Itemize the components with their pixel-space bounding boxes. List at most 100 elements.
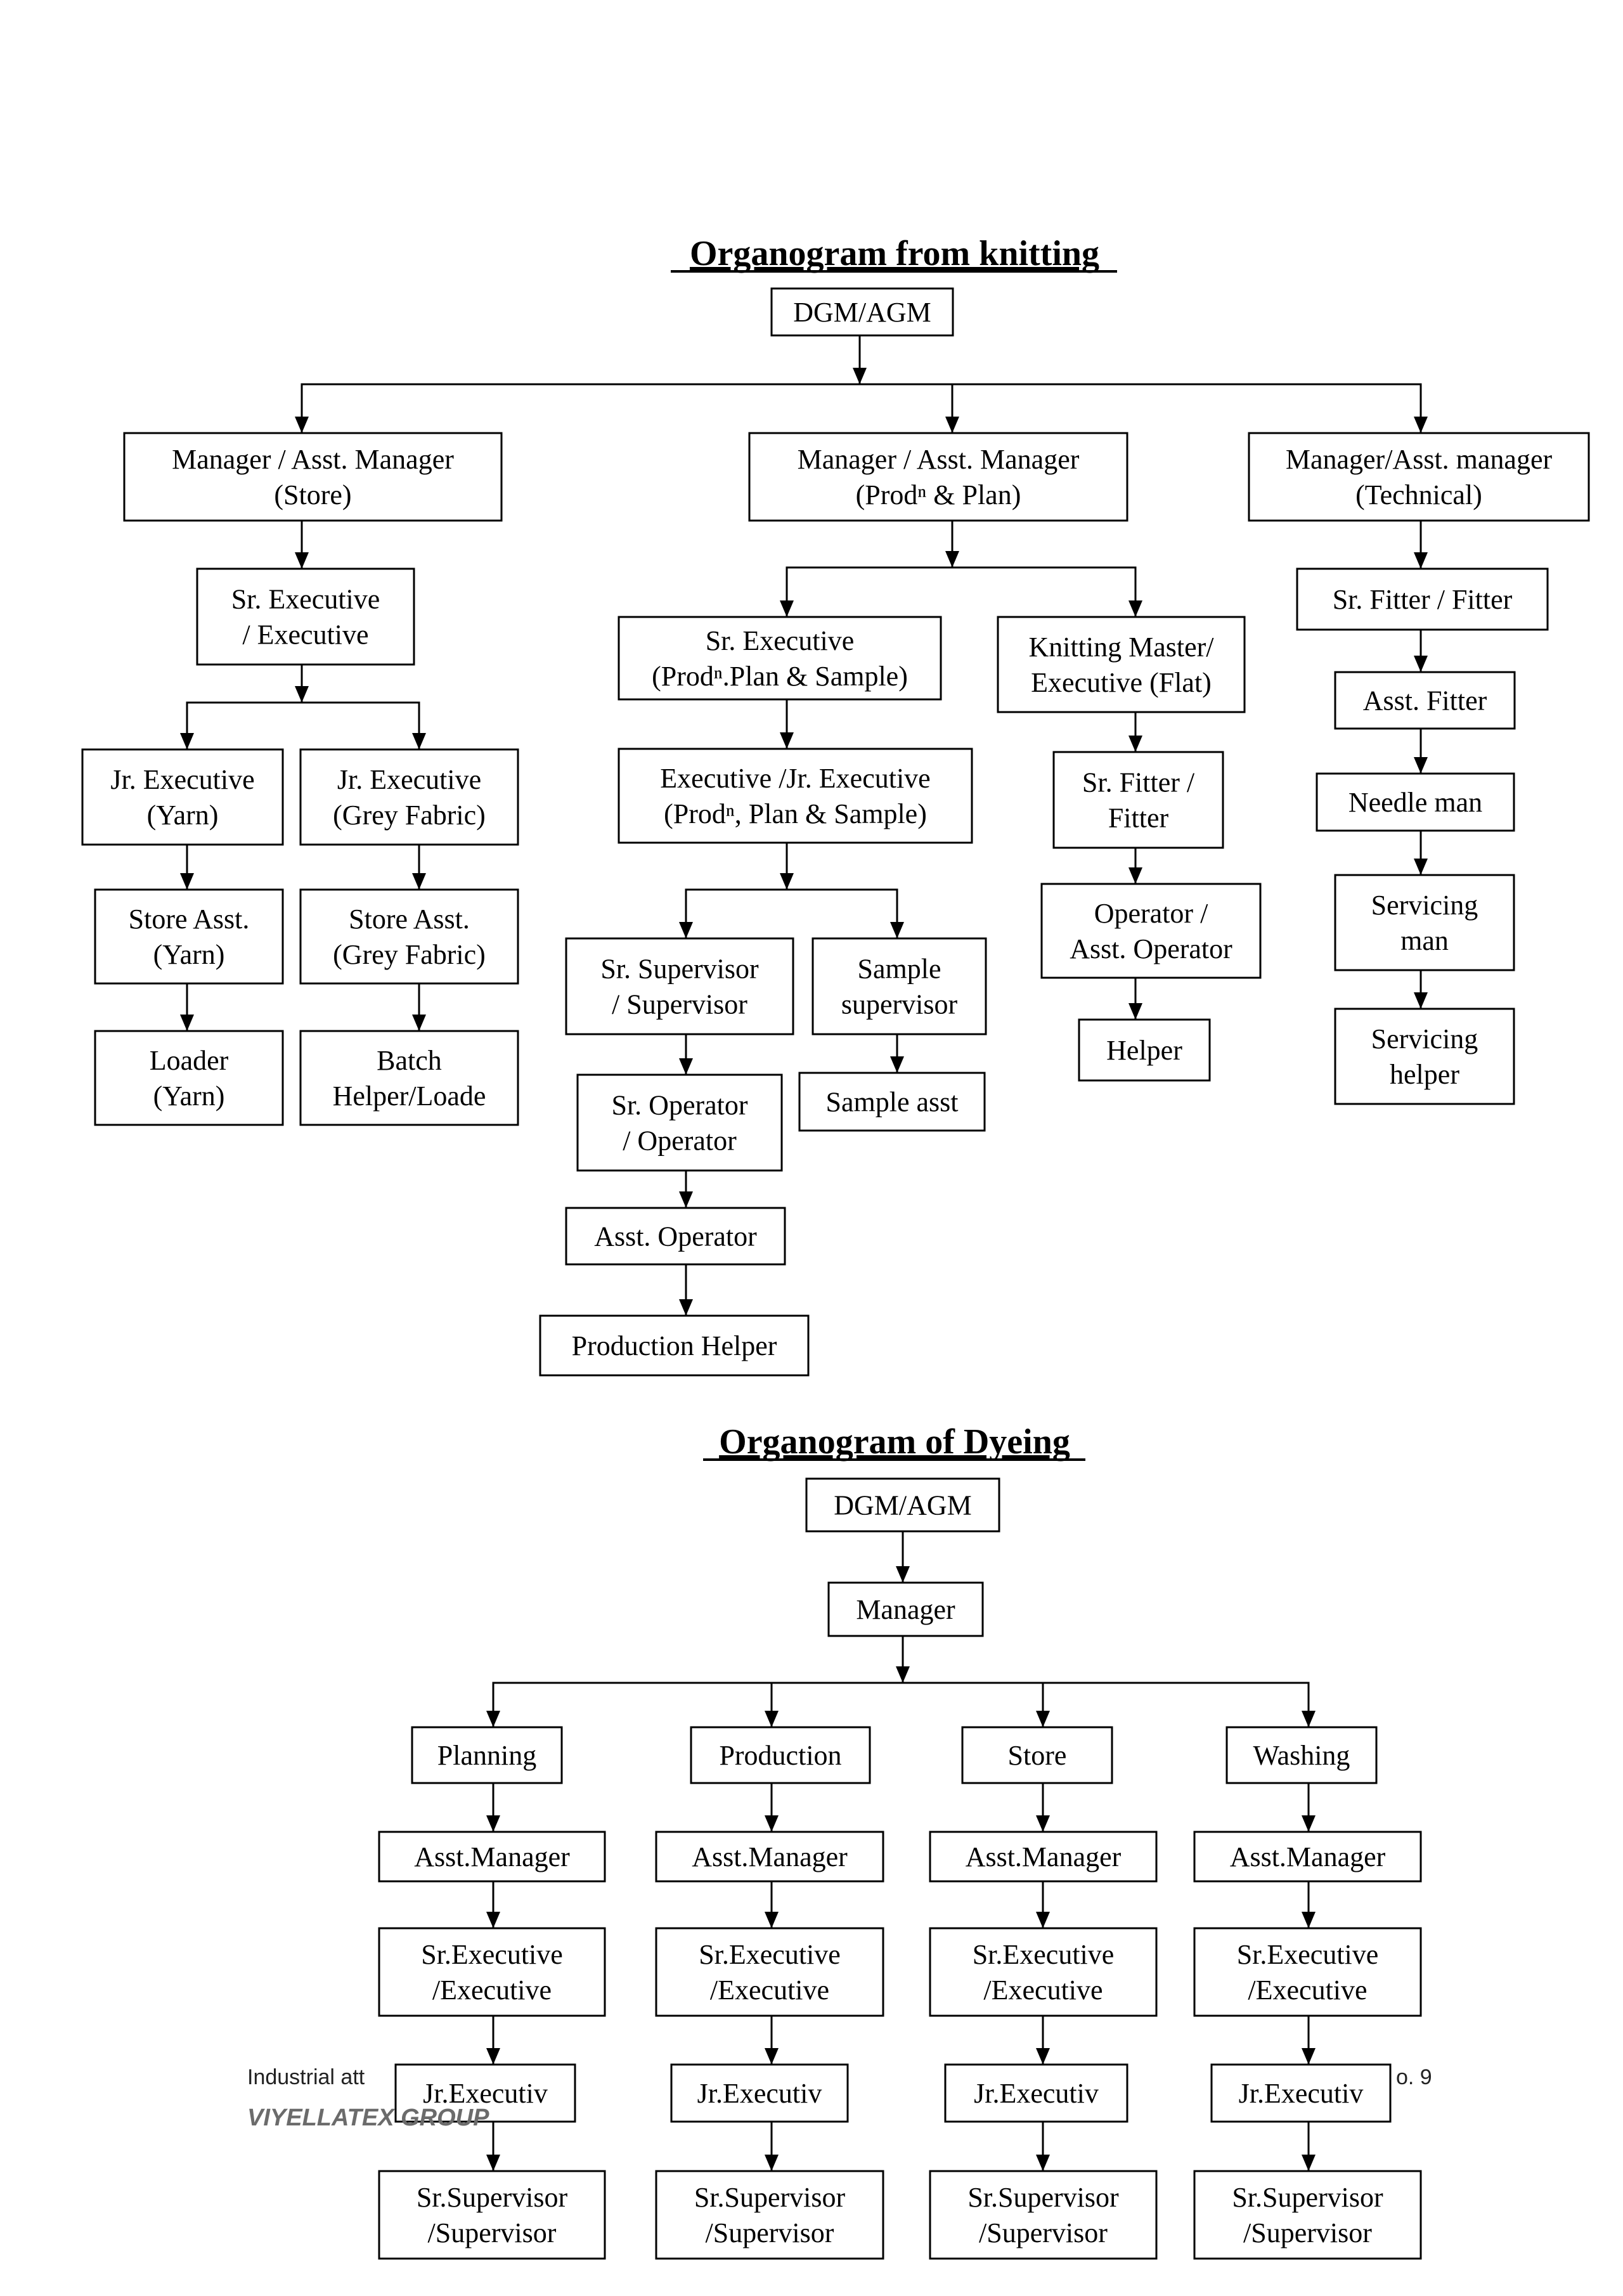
node-label: (Store): [274, 479, 351, 510]
node-box: [539, 1314, 810, 1377]
node-label: /Executive: [432, 1975, 552, 2006]
node-box: [1248, 432, 1590, 522]
node-label: /Executive: [1248, 1975, 1367, 2006]
arrowhead: [765, 2048, 779, 2065]
arrowhead: [679, 1058, 693, 1075]
org-node-k-store-asst-grey: Store Asst. (Grey Fabric): [299, 888, 519, 985]
node-label: /Executive: [710, 1975, 829, 2006]
arrowhead: [180, 733, 194, 749]
arrowhead: [486, 2048, 500, 2065]
node-label: / Operator: [623, 1125, 737, 1157]
arrowhead: [780, 732, 794, 749]
node-label: Asst.Manager: [414, 1841, 570, 1872]
node-label: Manager/Asst. manager: [1286, 444, 1553, 475]
node-box: [1193, 1831, 1422, 1883]
org-node-d-je-2: Jr.Executiv: [670, 2063, 849, 2123]
arrowhead: [1302, 2048, 1316, 2065]
arrowhead: [295, 686, 309, 703]
node-box: [1334, 874, 1515, 971]
org-node-d-production: Production: [690, 1726, 871, 1784]
org-node-d-washing: Washing: [1225, 1726, 1378, 1784]
node-label: /Supervisor: [1243, 2217, 1372, 2248]
node-label: Asst. Operator: [1070, 933, 1232, 964]
node-box: [1193, 2170, 1422, 2260]
node-label: (Prodⁿ, Plan & Sample): [664, 798, 927, 829]
node-label: Operator /: [1094, 898, 1208, 929]
arrowhead: [890, 1056, 904, 1073]
node-label: helper: [1390, 1059, 1459, 1090]
org-node-k-flat-fitter: Sr. Fitter /Fitter: [1052, 751, 1224, 849]
org-node-k-knitting-master: Knitting Master/Executive (Flat): [997, 616, 1246, 713]
node-box: [1296, 568, 1549, 631]
node-label: Asst. Fitter: [1363, 685, 1487, 717]
node-label: Executive (Flat): [1031, 667, 1212, 698]
connector-line: [860, 383, 954, 433]
node-box: [196, 568, 415, 666]
node-label: (Grey Fabric): [333, 939, 486, 970]
org-node-d-top: DGM/AGM: [805, 1477, 1000, 1533]
node-label: Servicing: [1371, 890, 1478, 921]
connector-line: [860, 383, 1422, 433]
dyeing-title: Organogram of Dyeing: [719, 1422, 1070, 1462]
arrowhead: [1414, 859, 1428, 875]
node-box: [394, 2063, 576, 2123]
node-box: [961, 1726, 1113, 1784]
footer-page-number: o. 9: [1396, 2065, 1432, 2089]
org-node-k-store-exec: Sr. Executive/ Executive: [196, 568, 415, 666]
node-box: [812, 937, 987, 1035]
node-label: Sr. Fitter /: [1082, 767, 1195, 798]
node-box: [1193, 1927, 1422, 2017]
org-node-d-se-4: Sr.Executive/Executive: [1193, 1927, 1422, 2017]
arrowhead: [679, 1191, 693, 1208]
node-label: man: [1400, 925, 1449, 956]
node-label: Executive /Jr. Executive: [660, 763, 930, 794]
node-label: Sr.Executive: [1237, 1939, 1379, 1970]
node-box: [299, 748, 519, 846]
node-label: Store Asst.: [349, 904, 470, 935]
org-node-d-ss-1: Sr.Supervisor/Supervisor: [378, 2170, 606, 2260]
arrowhead: [486, 2155, 500, 2171]
connector-line: [786, 566, 952, 617]
arrowhead: [896, 1566, 910, 1583]
org-node-d-am-1: Asst.Manager: [378, 1831, 606, 1883]
node-label: Knitting Master/: [1028, 632, 1214, 663]
node-box: [123, 432, 503, 522]
node-box: [670, 2063, 849, 2123]
node-label: Asst.Manager: [1230, 1841, 1386, 1872]
node-label: Loader: [150, 1045, 229, 1076]
org-node-k-sample-asst: Sample asst: [798, 1072, 986, 1132]
node-box: [565, 1207, 786, 1266]
node-label: Production: [719, 1740, 841, 1771]
node-label: (Yarn): [153, 1080, 225, 1112]
node-label: Manager / Asst. Manager: [798, 444, 1080, 475]
org-node-d-je-3: Jr.Executiv: [944, 2063, 1128, 2123]
arrowhead: [295, 417, 309, 433]
node-box: [618, 616, 942, 701]
node-box: [798, 1072, 986, 1132]
org-node-d-je-1: Jr.Executiv: [394, 2063, 576, 2123]
footer-left-text: Industrial att: [247, 2065, 365, 2089]
connector-line: [302, 701, 420, 749]
connector-line: [770, 1682, 903, 1727]
node-label: Planning: [437, 1740, 536, 1771]
arrowhead: [1302, 2155, 1316, 2171]
node-label: Jr.Executiv: [423, 2078, 548, 2109]
org-node-d-ss-3: Sr.Supervisor/Supervisor: [929, 2170, 1158, 2260]
arrowhead: [945, 551, 959, 568]
node-label: Sr. Operator: [611, 1090, 747, 1121]
arrowhead: [486, 1815, 500, 1832]
node-box: [378, 2170, 606, 2260]
node-label: Asst.Manager: [966, 1841, 1122, 1872]
node-box: [378, 1831, 606, 1883]
org-node-d-se-3: Sr.Executive/Executive: [929, 1927, 1158, 2017]
node-label: / Supervisor: [612, 989, 747, 1020]
node-label: Manager: [856, 1594, 955, 1625]
arrowhead: [765, 1815, 779, 1832]
node-box: [565, 937, 794, 1035]
node-label: supervisor: [841, 989, 958, 1020]
org-node-k-tech-mgr: Manager/Asst. manager(Technical): [1248, 432, 1590, 522]
arrowhead: [412, 873, 426, 890]
